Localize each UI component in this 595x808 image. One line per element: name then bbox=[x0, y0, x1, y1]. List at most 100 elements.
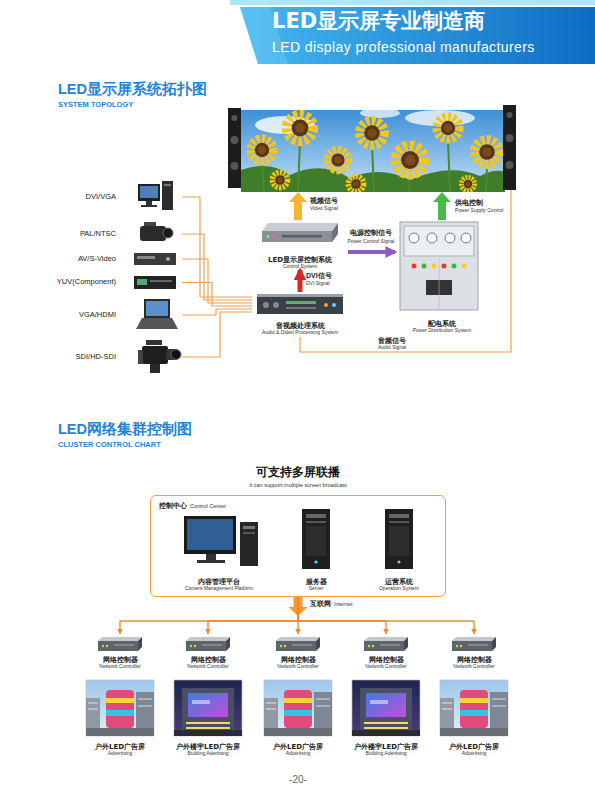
control-center-devices bbox=[389, 526, 409, 556]
node-label: 服务器 bbox=[306, 578, 327, 586]
source-device-icons bbox=[136, 318, 178, 329]
node-label: 配电系统 bbox=[428, 320, 456, 328]
control-center-devices bbox=[243, 526, 255, 529]
control-center-devices bbox=[306, 521, 326, 523]
annotation-label: 音频信号 bbox=[378, 337, 406, 345]
network-controller-device bbox=[98, 637, 142, 651]
source-device: YUV(Component) bbox=[54, 274, 182, 291]
node-label: DVI/VGA bbox=[54, 193, 116, 202]
section-heading: LED网络集群控制图 bbox=[58, 422, 192, 438]
control-center-devices bbox=[206, 554, 216, 560]
control-center-devices bbox=[314, 560, 317, 563]
connector bbox=[120, 597, 298, 634]
power-cabinet bbox=[439, 258, 440, 309]
connector bbox=[348, 250, 395, 254]
device-box: 网络控制器Network Controller bbox=[84, 634, 156, 670]
control-center-devices bbox=[306, 526, 326, 556]
node-label: PAL/NTSC bbox=[54, 230, 116, 239]
processing-device bbox=[263, 302, 269, 308]
processing-device bbox=[332, 303, 336, 307]
section-heading: LED显示屏系统拓扑图 bbox=[58, 82, 207, 98]
control-system-device bbox=[282, 235, 322, 238]
source-device-icons bbox=[138, 350, 143, 364]
annotation-label: Internet bbox=[334, 601, 353, 607]
internet-arrow bbox=[289, 597, 308, 616]
node-label: 网络控制器 bbox=[369, 656, 404, 664]
led-screen bbox=[241, 110, 505, 192]
speaker bbox=[231, 162, 239, 170]
signal-arrow bbox=[433, 192, 451, 220]
node-label: 内容管理平台 bbox=[198, 578, 240, 586]
source-device-icons bbox=[146, 201, 152, 205]
source-device-icons bbox=[138, 184, 160, 201]
node-label: 户外楼宇LED广告屏 bbox=[176, 743, 240, 751]
network-controller-device bbox=[364, 637, 408, 651]
connector bbox=[182, 312, 252, 357]
group-box: 控制中心Control Center内容管理平台Content Manageme… bbox=[150, 495, 446, 597]
power-cabinet bbox=[445, 233, 455, 243]
control-center-devices bbox=[389, 514, 409, 518]
led-screen bbox=[437, 117, 459, 139]
section-heading: 可支持多屏联播 bbox=[256, 466, 340, 479]
node-label: 户外LED广告屏 bbox=[95, 743, 145, 751]
node-sublabel: Network Controller bbox=[187, 664, 228, 670]
annotation-label: Video Signal bbox=[310, 206, 338, 212]
node-sublabel: Audio & Dideo Processing System bbox=[262, 330, 338, 336]
led-screen bbox=[241, 108, 505, 192]
processing-device bbox=[273, 302, 279, 308]
node-label: 网络控制器 bbox=[103, 656, 138, 664]
node-label: 网络控制器 bbox=[191, 656, 226, 664]
device-box: LED显示屏控制系统Control System bbox=[252, 220, 348, 270]
source-device-icons bbox=[137, 279, 147, 285]
annotation-label: SYSTEM TOPOLOGY bbox=[58, 101, 133, 109]
speaker bbox=[228, 105, 516, 190]
annotation-label: It can support multiple screen broadcast bbox=[249, 482, 347, 488]
node-label: 网络控制器 bbox=[281, 656, 316, 664]
network-controller-device bbox=[98, 637, 496, 651]
signal-arrow bbox=[300, 190, 511, 352]
node-label: 户外LED广告屏 bbox=[273, 743, 323, 751]
source-device-icons bbox=[140, 226, 166, 241]
device-box: 配电系统Power Distribution System bbox=[395, 220, 489, 334]
signal-arrow bbox=[289, 192, 307, 220]
power-cabinet bbox=[412, 264, 417, 269]
control-center-devices bbox=[302, 509, 330, 569]
processing-device bbox=[257, 294, 343, 297]
source-device: DVI/VGA bbox=[54, 182, 182, 212]
device-box: 户外LED广告屏Advertising bbox=[254, 679, 342, 757]
led-screen bbox=[241, 110, 505, 192]
control-center-devices bbox=[397, 560, 400, 563]
node-sublabel: Control System bbox=[283, 264, 317, 270]
source-device-icons bbox=[150, 280, 172, 282]
source-device-icons bbox=[134, 276, 176, 289]
power-cabinet bbox=[452, 264, 457, 269]
device-box: 内容管理平台Content Management Platform bbox=[172, 512, 266, 592]
control-system-device bbox=[262, 223, 338, 231]
control-system-device bbox=[267, 235, 270, 238]
led-screen bbox=[328, 150, 348, 170]
control-center-devices bbox=[187, 519, 233, 550]
device-box: 户外楼宇LED广告屏Building Adertising bbox=[164, 679, 252, 757]
advertising-photo bbox=[352, 680, 420, 736]
led-screen bbox=[360, 110, 400, 118]
control-system-device bbox=[262, 223, 338, 242]
advertising-photo bbox=[86, 680, 508, 736]
control-system-device bbox=[262, 231, 332, 242]
annotation-label: DVI Signal bbox=[306, 281, 330, 287]
node-label: VGA/HDMI bbox=[54, 311, 116, 320]
power-cabinet bbox=[409, 233, 419, 243]
control-center-devices bbox=[243, 532, 255, 534]
source-device-icons bbox=[162, 181, 173, 210]
source-device-icons bbox=[164, 184, 171, 186]
node-label: 网络控制器 bbox=[457, 656, 492, 664]
advertising-photo bbox=[86, 680, 154, 736]
node-sublabel: Network Controller bbox=[365, 664, 406, 670]
node-label: 控制中心 bbox=[159, 502, 187, 510]
node-sublabel: Building Adertising bbox=[187, 751, 228, 757]
control-center-devices bbox=[184, 516, 236, 554]
device-box: 网络控制器Network Controller bbox=[350, 634, 422, 670]
source-device-icons bbox=[150, 364, 160, 373]
advertising-photo bbox=[264, 680, 332, 736]
power-cabinet bbox=[422, 264, 427, 269]
